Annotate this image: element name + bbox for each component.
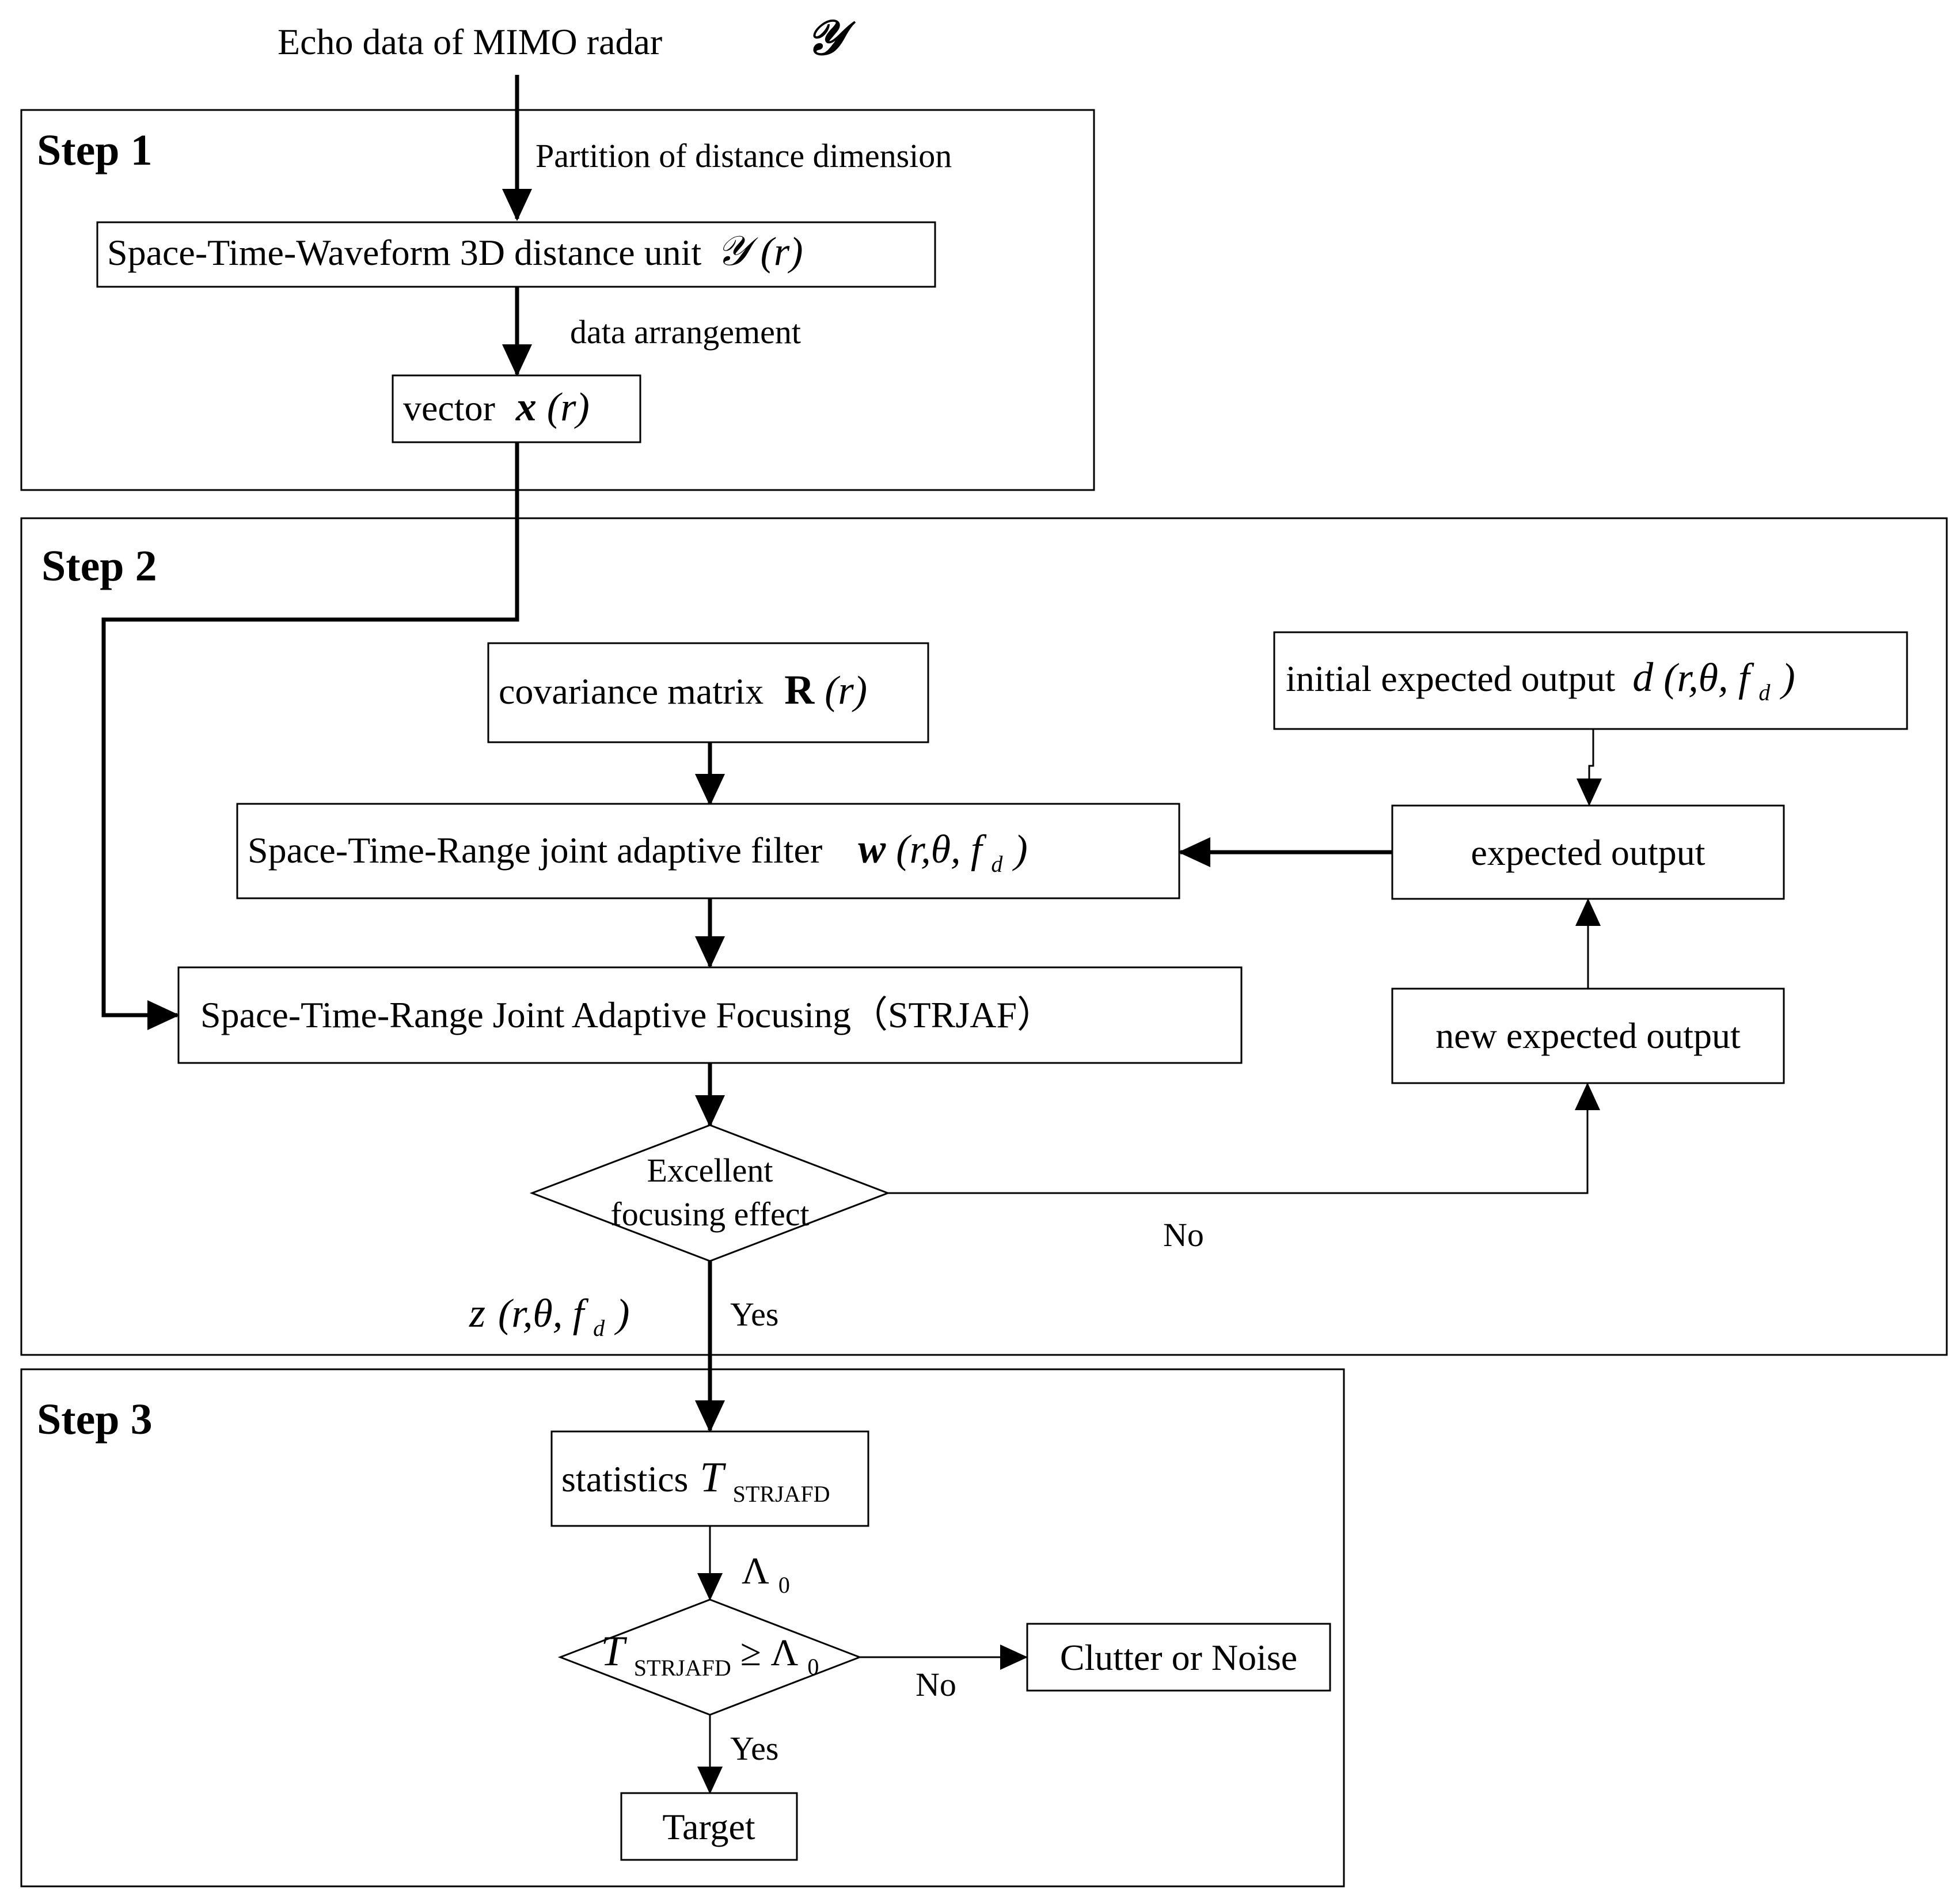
step3-frame: [20, 1368, 1345, 1888]
focusing-box: [177, 966, 1243, 1064]
decision-line1: Excellent: [647, 1152, 773, 1189]
partition-label: Partition of distance dimension: [535, 137, 952, 174]
step1-frame: [20, 109, 1095, 491]
step3-title: Step 3: [37, 1395, 153, 1444]
expected-output-box: [1391, 804, 1785, 900]
filter-label: Space-Time-Range joint adaptive filter w…: [248, 826, 1028, 880]
threshold-label: Λ 0: [742, 1550, 790, 1598]
arrow-vector-to-focusing: [101, 442, 519, 1030]
vector-box: [392, 374, 641, 443]
focusing-decision: [529, 1124, 891, 1262]
output-signal-label: z (r,θ, f d ): [469, 1290, 629, 1344]
target-label: Target: [662, 1806, 755, 1847]
decision-line2: focusing effect: [610, 1195, 809, 1233]
distance-unit-label: Space-Time-Waveform 3D distance unit 𝒴 (…: [107, 228, 803, 274]
focusing-label: Space-Time-Range Joint Adaptive Focusing…: [200, 994, 1054, 1035]
step1-title: Step 1: [37, 126, 153, 174]
arrow-initial-to-expected: [1577, 729, 1602, 806]
decision-yes-label: Yes: [730, 1296, 778, 1333]
step2-title: Step 2: [41, 542, 157, 590]
statistics-label: statistics T STRJAFD: [561, 1454, 830, 1507]
input-label: Echo data of MIMO radar: [278, 21, 662, 62]
covariance-label: covariance matrix R (r): [499, 667, 867, 713]
threshold-no-label: No: [916, 1666, 956, 1703]
arrow-decision-no: [888, 1083, 1600, 1194]
clutter-box: [1026, 1623, 1331, 1692]
step2-frame: [20, 517, 1948, 1356]
vector-label: vector x (r): [403, 383, 590, 430]
statistics-box: [550, 1430, 869, 1527]
decision-no-label: No: [1163, 1216, 1204, 1254]
distance-unit-box: [96, 221, 936, 288]
target-box: [620, 1792, 798, 1861]
expected-output-label: expected output: [1471, 832, 1705, 873]
clutter-label: Clutter or Noise: [1060, 1637, 1297, 1678]
initial-expected-box: [1273, 631, 1908, 730]
initial-expected-label: initial expected output d (r,θ, f d ): [1286, 654, 1795, 708]
threshold-decision-label: T STRJAFD ≥ Λ 0: [601, 1628, 819, 1684]
threshold-yes-label: Yes: [730, 1730, 778, 1767]
arrangement-label: data arrangement: [570, 313, 801, 351]
input-symbol: 𝒴: [806, 12, 856, 65]
new-expected-label: new expected output: [1435, 1015, 1741, 1056]
